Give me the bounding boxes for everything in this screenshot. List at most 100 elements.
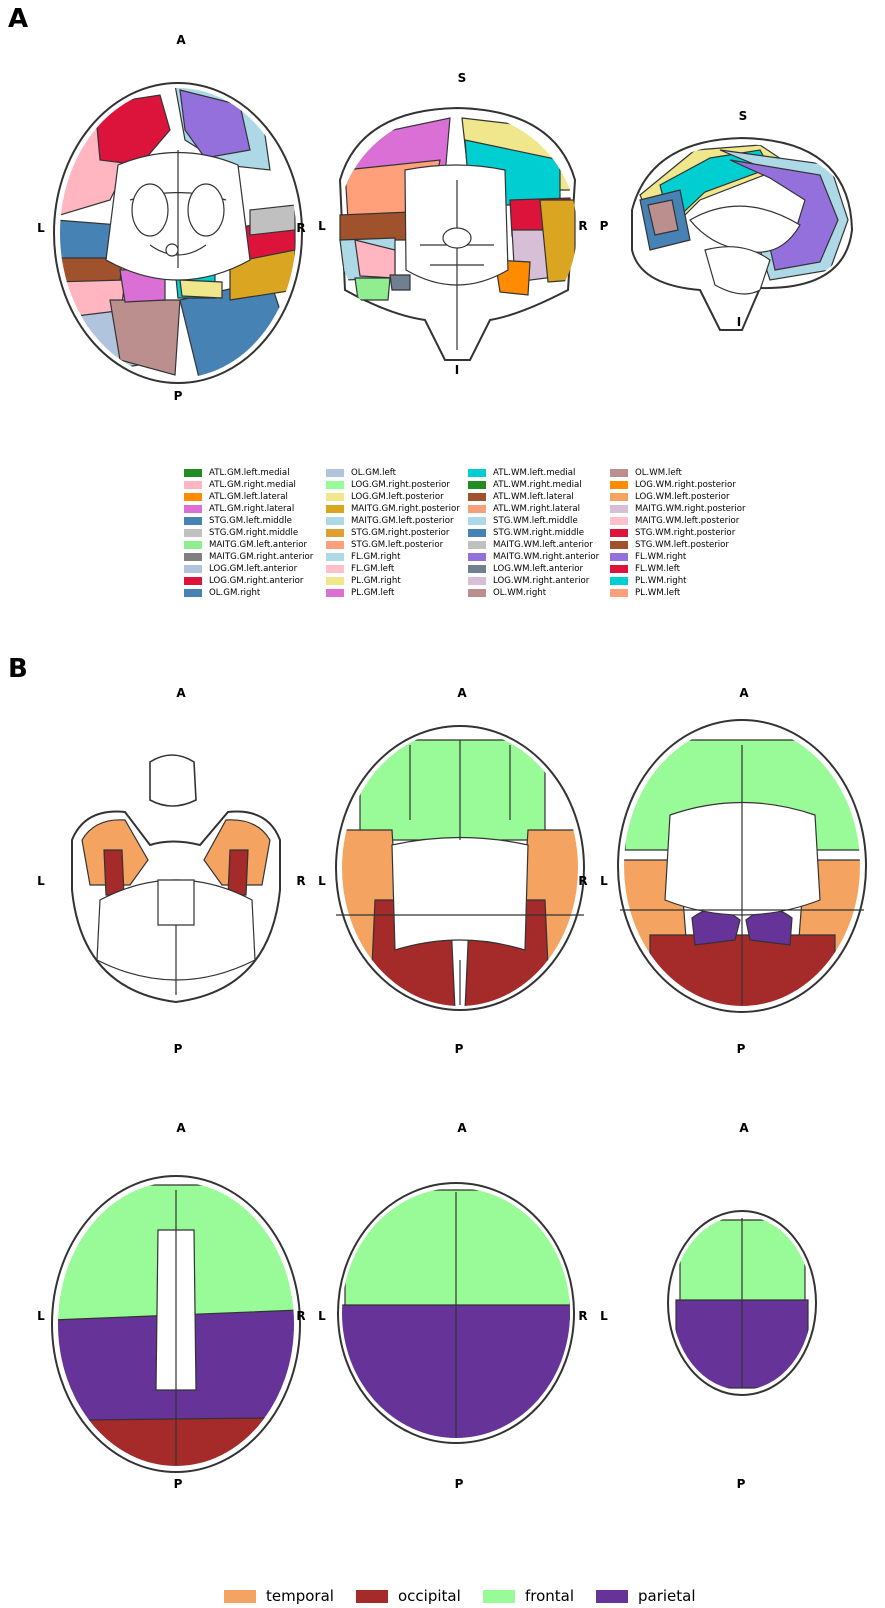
orient-right: R: [296, 1309, 305, 1323]
legend-label: ATL.GM.left.lateral: [209, 491, 288, 503]
legend-swatch: [610, 505, 628, 513]
lobe-legend-swatch: [224, 1590, 256, 1603]
legend-swatch: [468, 589, 486, 597]
orient-anterior: A: [739, 1121, 748, 1135]
orient-superior: S: [458, 71, 467, 85]
legend-swatch: [610, 481, 628, 489]
legend-label: FL.GM.left: [351, 563, 394, 575]
legend-label: STG.WM.right.middle: [493, 527, 584, 539]
legend-label: FL.WM.left: [635, 563, 680, 575]
lobe-legend-label: parietal: [638, 1587, 696, 1605]
legend-label: OL.WM.right: [493, 587, 546, 599]
legend-label: ATL.WM.right.lateral: [493, 503, 580, 515]
orient-right: R: [578, 219, 587, 233]
legend-swatch: [326, 529, 344, 537]
legend-swatch: [184, 541, 202, 549]
legend-label: ATL.GM.right.lateral: [209, 503, 294, 515]
lobe-legend-swatch: [356, 1590, 388, 1603]
orient-posterior: P: [737, 1477, 746, 1491]
legend-label: OL.GM.right: [209, 587, 260, 599]
legend-swatch: [184, 553, 202, 561]
legend-label: STG.WM.left.middle: [493, 515, 578, 527]
sagittal-slice-a: [632, 138, 852, 330]
legend-swatch: [326, 553, 344, 561]
legend-swatch: [610, 565, 628, 573]
orient-left: L: [37, 221, 45, 235]
legend-swatch: [610, 541, 628, 549]
legend-label: OL.WM.left: [635, 467, 682, 479]
legend-label: FL.WM.right: [635, 551, 686, 563]
legend-swatch: [184, 493, 202, 501]
legend-label: LOG.GM.right.posterior: [351, 479, 450, 491]
legend-swatch: [326, 505, 344, 513]
legend-swatch: [326, 469, 344, 477]
lobe-legend-label: temporal: [266, 1587, 334, 1605]
legend-label: PL.WM.right: [635, 575, 687, 587]
legend-label: LOG.WM.right.posterior: [635, 479, 736, 491]
legend-swatch: [326, 589, 344, 597]
legend-label: LOG.GM.left.posterior: [351, 491, 444, 503]
orient-posterior: P: [455, 1042, 464, 1056]
legend-swatch: [184, 517, 202, 525]
legend-label: STG.GM.right.posterior: [351, 527, 449, 539]
axial-slice-b3: [618, 720, 866, 1012]
legend-label: PL.GM.left: [351, 587, 394, 599]
lobe-legend-label: frontal: [525, 1587, 574, 1605]
legend-label: PL.WM.left: [635, 587, 680, 599]
legend-label: LOG.WM.left.anterior: [493, 563, 583, 575]
legend-label: MAITG.WM.left.anterior: [493, 539, 593, 551]
legend-swatch: [326, 541, 344, 549]
orient-left: L: [318, 219, 326, 233]
orient-posterior: P: [455, 1477, 464, 1491]
legend-swatch: [184, 577, 202, 585]
orient-posterior: P: [600, 219, 609, 233]
legend-swatch: [184, 529, 202, 537]
legend-label: LOG.GM.left.anterior: [209, 563, 297, 575]
orient-left: L: [37, 1309, 45, 1323]
legend-swatch: [326, 481, 344, 489]
orient-inferior: I: [737, 315, 741, 329]
orient-anterior: A: [739, 686, 748, 700]
legend-swatch: [468, 517, 486, 525]
legend-label: LOG.GM.right.anterior: [209, 575, 303, 587]
legend-label: FL.GM.right: [351, 551, 400, 563]
orient-anterior: A: [457, 1121, 466, 1135]
axial-slice-b4: [52, 1176, 300, 1475]
legend-swatch: [184, 565, 202, 573]
legend-swatch: [468, 577, 486, 585]
orient-inferior: I: [455, 363, 459, 377]
legend-swatch: [184, 589, 202, 597]
legend-label: ATL.GM.right.medial: [209, 479, 296, 491]
legend-swatch: [610, 529, 628, 537]
axial-slice-a: [54, 80, 302, 383]
legend-label: ATL.WM.left.medial: [493, 467, 575, 479]
orient-anterior: A: [176, 33, 185, 47]
legend-label: MAITG.GM.right.anterior: [209, 551, 313, 563]
legend-label: MAITG.WM.right.anterior: [493, 551, 599, 563]
legend-swatch: [468, 469, 486, 477]
lobe-legend-swatch: [596, 1590, 628, 1603]
orient-posterior: P: [174, 389, 183, 403]
legend-swatch: [326, 493, 344, 501]
orient-superior: S: [739, 109, 748, 123]
legend-label: STG.WM.left.posterior: [635, 539, 729, 551]
legend-swatch: [326, 517, 344, 525]
legend-swatch: [610, 553, 628, 561]
coronal-slice-a: [340, 108, 575, 360]
legend-swatch: [610, 577, 628, 585]
orient-posterior: P: [174, 1477, 183, 1491]
legend-swatch: [184, 505, 202, 513]
legend-swatch: [610, 517, 628, 525]
region-legend: ATL.GM.left.medialATL.GM.right.medialATL…: [184, 467, 784, 597]
orient-posterior: P: [737, 1042, 746, 1056]
legend-label: STG.GM.left.middle: [209, 515, 292, 527]
orient-anterior: A: [176, 1121, 185, 1135]
legend-label: MAITG.GM.left.anterior: [209, 539, 307, 551]
legend-swatch: [610, 469, 628, 477]
axial-slice-b1: [72, 755, 280, 1002]
orient-left: L: [600, 874, 608, 888]
orient-anterior: A: [176, 686, 185, 700]
legend-label: MAITG.WM.right.posterior: [635, 503, 746, 515]
